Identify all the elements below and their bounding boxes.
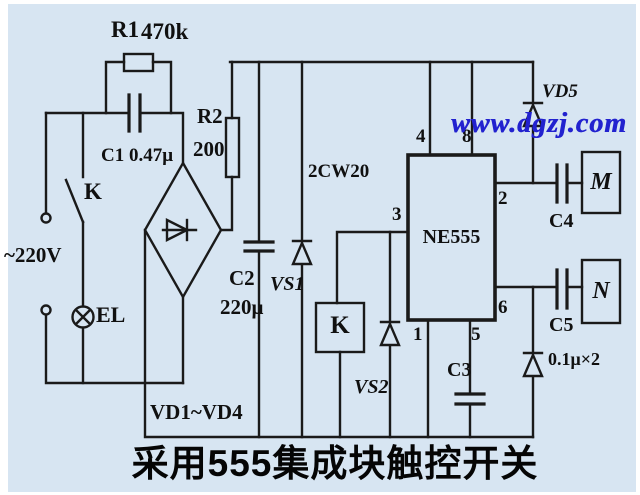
wire-ground-rail — [143, 228, 535, 439]
label-ic-pin-2: 2 — [498, 188, 508, 209]
label-vs2: VS2 — [354, 376, 389, 398]
label-c4: C4 — [549, 210, 574, 232]
resistor-r2-symbol — [220, 60, 241, 232]
diode-lower-symbol — [522, 285, 544, 439]
label-vs1: VS1 — [270, 273, 305, 295]
label-load-m: M — [590, 169, 612, 195]
label-ic-pin-5: 5 — [471, 324, 481, 345]
label-ic-name: NE555 — [422, 226, 481, 248]
lamp-el-symbol — [71, 305, 95, 385]
label-relay-k: K — [330, 312, 350, 339]
label-ic-pin-1: 1 — [413, 324, 423, 345]
label-ic-pin-6: 6 — [498, 297, 508, 318]
diode-vd5-symbol — [522, 60, 544, 185]
label-c3: C3 — [447, 359, 472, 381]
label-load-n: N — [592, 278, 610, 304]
capacitor-c5-symbol — [555, 268, 569, 310]
mains-terminal-top — [40, 111, 52, 224]
resistor-r1-symbol — [104, 52, 173, 115]
bridge-rectifier-symbol — [143, 160, 223, 385]
load-m-box — [580, 150, 622, 215]
relay-k-box — [314, 301, 366, 439]
label-c1: C1 0.47μ — [101, 145, 173, 166]
label-lamp-el: EL — [96, 302, 126, 327]
capacitor-c3-symbol — [454, 318, 486, 439]
label-c5: C5 — [549, 314, 574, 336]
label-bridge-diodes: VD1~VD4 — [150, 400, 243, 424]
ic-ne555-box — [406, 153, 497, 322]
page-caption: 采用555集成块触控开关 — [131, 443, 539, 484]
label-r2-value: 200 — [193, 137, 225, 161]
switch-k-symbol — [64, 111, 85, 308]
label-ic-pin-8: 8 — [462, 126, 472, 147]
label-switch-k: K — [84, 179, 102, 204]
mains-terminal-bottom — [40, 304, 185, 385]
load-n-box — [580, 258, 622, 325]
capacitor-c1-symbol — [127, 93, 142, 133]
label-r1-ref: R1 — [111, 17, 140, 42]
label-mains-voltage: ~220V — [4, 243, 62, 267]
label-vd5: VD5 — [542, 81, 578, 102]
wire-pin3 — [335, 230, 410, 305]
label-zener-type: 2CW20 — [308, 161, 370, 182]
capacitor-c2-symbol — [243, 60, 275, 439]
watermark-text: www.dgzj.com — [451, 108, 627, 139]
diagram-panel — [8, 4, 636, 492]
label-r1-value: 470k — [141, 19, 189, 44]
label-ic-pin-4: 4 — [416, 126, 426, 147]
label-cap-note: 0.1μ×2 — [548, 349, 600, 369]
label-r2-ref: R2 — [197, 104, 223, 128]
label-c2-ref: C2 — [229, 266, 255, 290]
capacitor-c4-symbol — [555, 163, 569, 204]
label-ic-pin-3: 3 — [392, 204, 402, 225]
zener-vs1-symbol — [291, 60, 313, 439]
zener-vs2-symbol — [379, 230, 401, 439]
wire-mains-top — [44, 111, 185, 165]
label-c2-value: 220μ — [220, 295, 264, 319]
